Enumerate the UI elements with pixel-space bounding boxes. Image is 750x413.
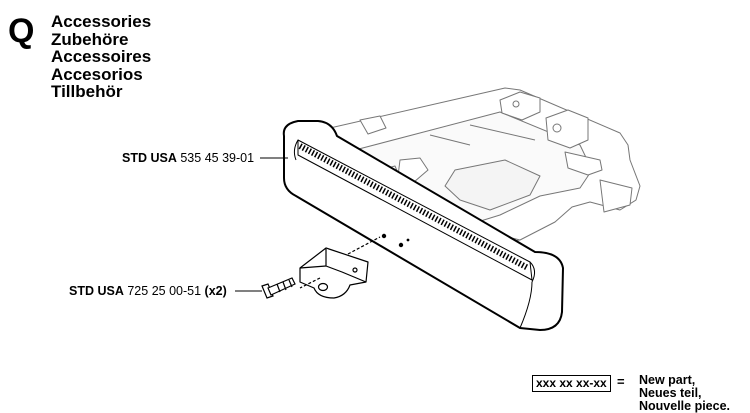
front-bumper-illustration (282, 120, 564, 331)
bolt-part-number: 725 25 00-51 (127, 284, 202, 298)
legend-equals: = (617, 374, 625, 389)
bolt-quantity: (x2) (204, 284, 227, 298)
bolt-std-label: STD USA (69, 284, 124, 298)
title-german: Zubehöre (51, 29, 129, 49)
legend-description: New part, Neues teil, Nouvelle piece. (639, 374, 730, 413)
legend-line-english: New part, (639, 373, 696, 387)
title-french: Accessoires (51, 47, 152, 67)
bolt-part-callout: STD USA 725 25 00-51 (x2) (69, 285, 227, 298)
title-swedish: Tillbehör (51, 82, 123, 102)
section-letter: Q (8, 12, 35, 50)
section-titles: Accessories Zubehöre Accessoires Accesor… (51, 13, 151, 101)
legend-code-box: xxx xx xx-xx (532, 375, 611, 393)
bumper-std-label: STD USA (122, 151, 177, 165)
bolt-illustration (261, 277, 296, 299)
title-spanish: Accesorios (51, 64, 143, 84)
bumper-part-number: 535 45 39-01 (180, 151, 255, 165)
title-english: Accessories (51, 12, 152, 31)
mounting-bracket-illustration (299, 236, 381, 299)
legend-line-french: Nouvelle piece. (639, 399, 731, 413)
legend-line-german: Neues teil, (639, 386, 702, 400)
bumper-part-callout: STD USA 535 45 39-01 (122, 152, 254, 165)
